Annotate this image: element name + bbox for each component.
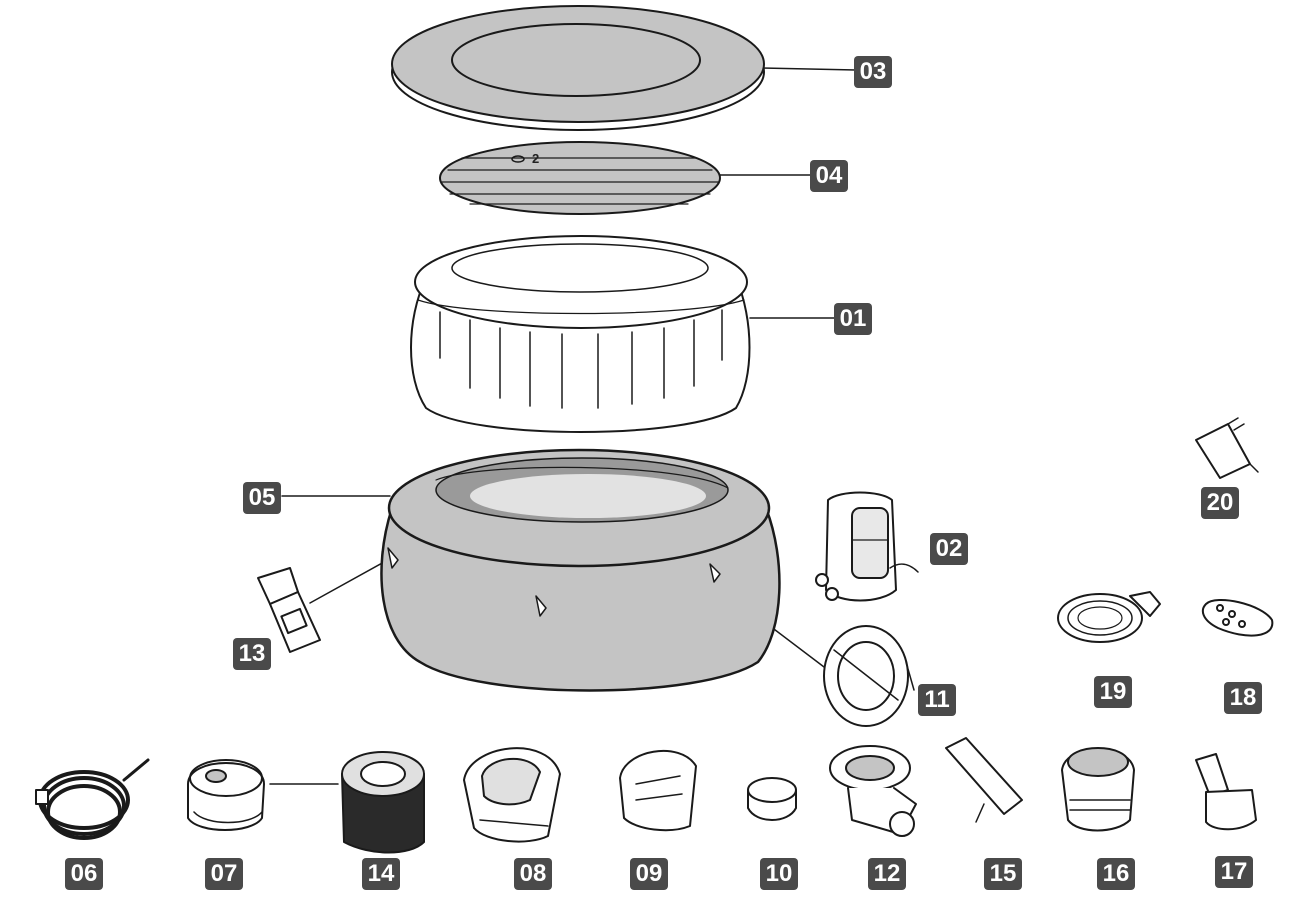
- badge-15: 15: [984, 858, 1022, 890]
- badge-16: 16: [1097, 858, 1135, 890]
- badge-13: 13: [233, 638, 271, 670]
- bracket-part-09: [619, 750, 697, 832]
- badge-10: 10: [760, 858, 798, 890]
- adapter-part-20: [1195, 417, 1259, 479]
- badge-05: 05: [243, 482, 281, 514]
- badge-04: 04: [810, 160, 848, 192]
- lid-part-03: [391, 5, 765, 131]
- filter-cartridge-part-14: [341, 751, 425, 854]
- badge-07: 07: [205, 858, 243, 890]
- badge-19: 19: [1094, 676, 1132, 708]
- hose-adapter-part-17: [1195, 753, 1257, 831]
- badge-18: 18: [1224, 682, 1262, 714]
- badge-06: 06: [65, 858, 103, 890]
- pump-part-02: [815, 491, 919, 602]
- badge-11: 11: [918, 684, 956, 716]
- inflatable-ring-part-01: [410, 235, 751, 433]
- hose-part-06: [35, 758, 150, 840]
- badge-20: 20: [1201, 487, 1239, 519]
- liner-part-05: [380, 448, 781, 692]
- badge-01: 01: [834, 303, 872, 335]
- remote-part-18: [1201, 599, 1274, 637]
- badge-08: 08: [514, 858, 552, 890]
- filter-housing-part-07: [187, 759, 265, 831]
- buckle-part-13: [257, 567, 321, 653]
- cord-part-19: [1057, 591, 1161, 643]
- badge-09: 09: [630, 858, 668, 890]
- cover-part-04: [439, 141, 721, 215]
- badge-12: 12: [868, 858, 906, 890]
- badge-03: 03: [854, 56, 892, 88]
- small-cap-part-10: [747, 777, 797, 821]
- valve-part-12: [829, 745, 917, 837]
- tool-part-15: [945, 737, 1023, 823]
- strainer-cap-part-11: [823, 625, 915, 727]
- skimmer-part-08: [463, 747, 561, 843]
- badge-17: 17: [1215, 856, 1253, 888]
- badge-14: 14: [362, 858, 400, 890]
- badge-02: 02: [930, 533, 968, 565]
- connector-part-16: [1061, 747, 1135, 832]
- cover-mark: 2: [532, 151, 540, 166]
